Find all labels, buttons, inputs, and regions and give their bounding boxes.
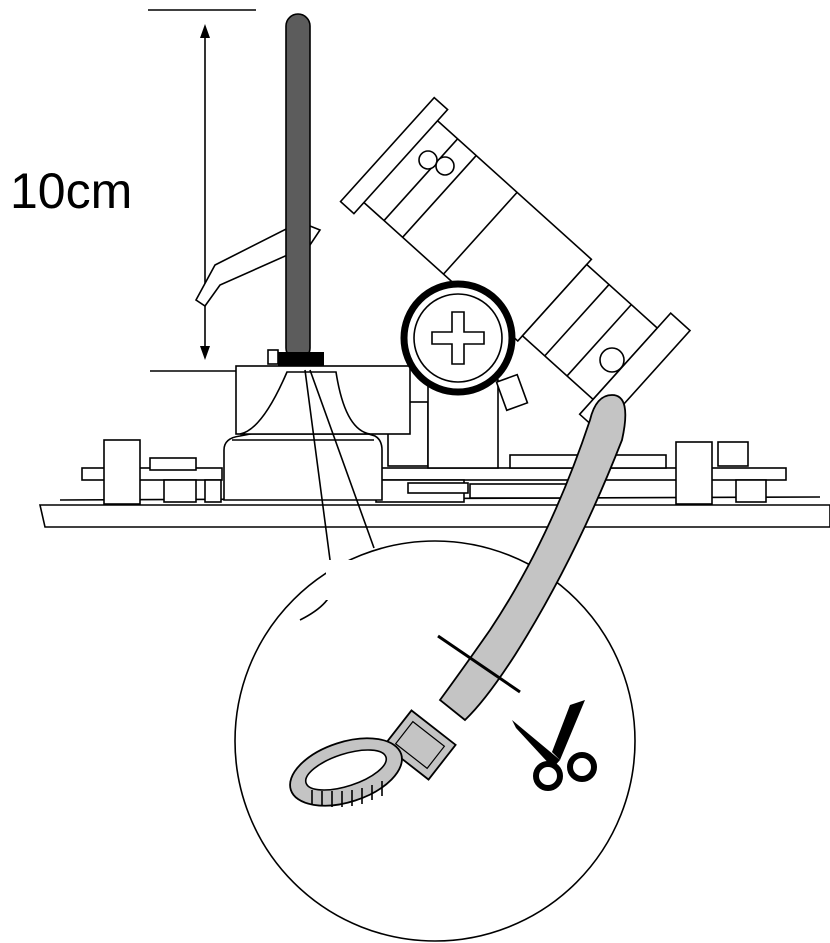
scissors-icon (512, 700, 597, 791)
antenna-cable-tie-band (278, 352, 324, 366)
left-component (149, 457, 197, 471)
mounting-plate (38, 504, 830, 528)
cable-tie-strap (438, 394, 627, 722)
right-post (675, 441, 713, 505)
antenna-mount (223, 365, 411, 501)
left-post (103, 439, 141, 505)
cut-line (437, 634, 521, 694)
measurement-indicator: 10cm (10, 9, 265, 372)
antenna-rod (285, 13, 311, 361)
arrow-head-down (200, 346, 210, 360)
antenna (267, 13, 324, 366)
cable-tie-head (383, 709, 457, 781)
cable-tie (289, 394, 627, 807)
cross-screw-icon (431, 311, 485, 365)
measurement-label: 10cm (10, 163, 132, 219)
arrow-head-up (200, 24, 210, 38)
